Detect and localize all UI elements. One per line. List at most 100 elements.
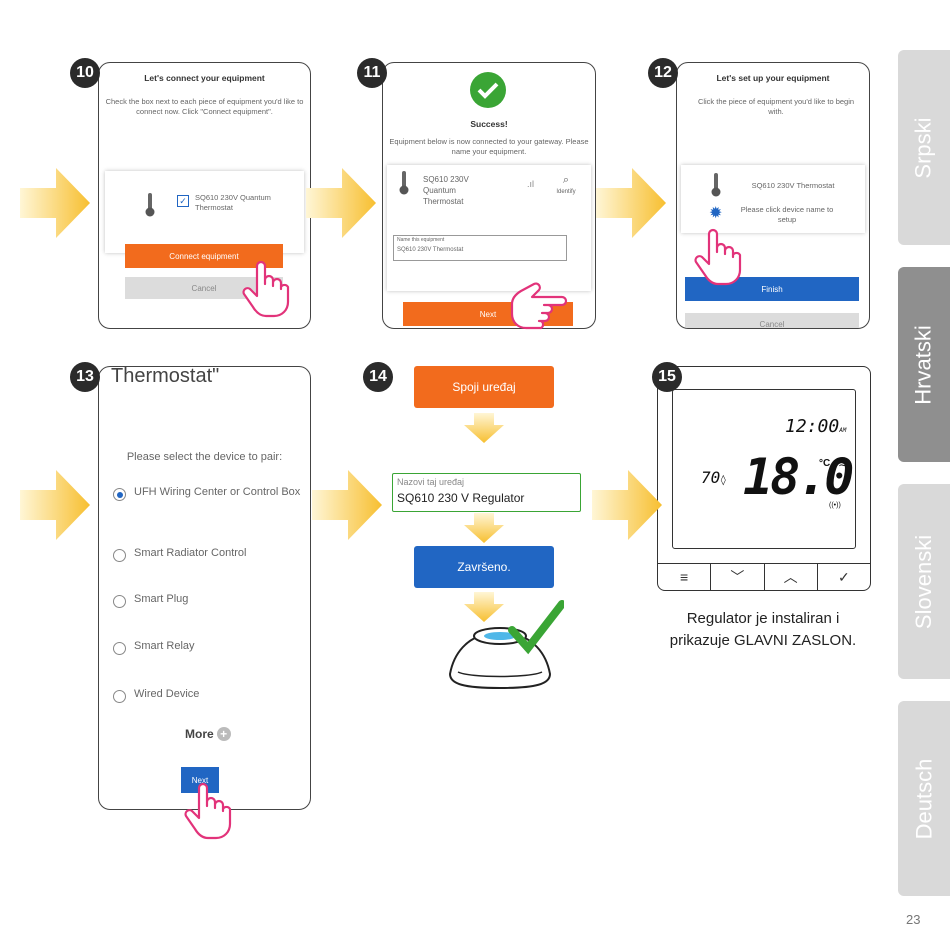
chevron-down-icon: ﹀ <box>730 569 745 585</box>
tab-srpski[interactable]: Srpski <box>898 50 950 245</box>
equipment-card[interactable]: SQ610 230V Thermostat ✹ Please click dev… <box>681 165 865 233</box>
thermostat-icon <box>399 171 409 195</box>
thermostat-device: 12:00AM 70◊ 18.0 °C ≋ ((•)) ≡ ﹀ ︿ ✓ <box>657 366 871 591</box>
heating-icon: ≋ <box>838 456 849 470</box>
equipment-name: SQ610 230V Quantum Thermostat <box>195 193 271 213</box>
equipment-name[interactable]: SQ610 230V Thermostat <box>751 181 835 190</box>
option-label: Wired Device <box>134 688 200 700</box>
confirm-button[interactable]: ✓ <box>818 564 870 590</box>
more-label: More <box>185 727 214 741</box>
menu-button[interactable]: ≡ <box>658 564 712 590</box>
clock-readout: 12:00AM <box>785 416 846 437</box>
success-check-icon <box>470 72 506 108</box>
equipment-card: SQ610 230V Quantum Thermostat .ıl ⌕Ident… <box>387 165 591 291</box>
input-label: Name this equipment <box>397 237 445 243</box>
tab-slovenski[interactable]: Slovenski <box>898 484 950 679</box>
tap-hand-icon <box>510 280 570 330</box>
equipment-name-input[interactable]: Name this equipment SQ610 230V Thermosta… <box>393 235 567 261</box>
thermostat-icon <box>711 173 721 197</box>
page-number: 23 <box>906 912 921 927</box>
signal-icon: .ıl <box>527 179 535 189</box>
tap-hand-icon <box>240 258 290 318</box>
step-badge-15: 15 <box>652 362 682 392</box>
setup-hint: Please click device name to setup <box>740 205 834 225</box>
tap-hand-icon <box>182 780 232 840</box>
flow-arrow-icon <box>20 168 90 238</box>
device-option-wired[interactable]: Wired Device <box>113 688 199 703</box>
step-12-screen: Let's set up your equipment Click the pi… <box>676 62 870 329</box>
thermostat-icon <box>145 193 155 217</box>
connect-device-box: Spoji uređaj <box>414 366 554 408</box>
wireless-icon: ((•)) <box>829 502 841 509</box>
option-label: Smart Relay <box>134 640 195 652</box>
chevron-up-icon: ︿ <box>783 569 798 585</box>
screen-description: Equipment below is now connected to your… <box>389 137 589 157</box>
tab-hrvatski[interactable]: Hrvatski <box>898 267 950 462</box>
cancel-button[interactable]: Cancel <box>685 313 859 328</box>
radio-icon <box>113 690 126 703</box>
flow-arrow-icon <box>312 470 382 540</box>
tab-label: Hrvatski <box>911 324 937 405</box>
option-label: Smart Radiator Control <box>134 547 247 559</box>
equipment-checkbox[interactable]: ✓ <box>177 195 189 207</box>
name-device-field[interactable]: Nazovi taj uređaj SQ610 230 V Regulator <box>392 473 581 512</box>
plus-icon: + <box>216 727 231 741</box>
caption-line-2: prikazuje GLAVNI ZASLON. <box>669 631 857 649</box>
device-option-plug[interactable]: Smart Plug <box>113 593 188 608</box>
device-option-ufh[interactable]: UFH Wiring Center or Control Box <box>113 486 303 501</box>
unit-label: °C <box>819 458 831 469</box>
device-option-relay[interactable]: Smart Relay <box>113 640 195 655</box>
flow-arrow-icon <box>596 168 666 238</box>
name-field-label: Nazovi taj uređaj <box>397 477 465 487</box>
radio-icon <box>113 595 126 608</box>
up-button[interactable]: ︿ <box>765 564 818 590</box>
step-badge-12: 12 <box>648 58 678 88</box>
down-button[interactable]: ﹀ <box>711 564 765 590</box>
radio-selected-icon <box>113 488 126 501</box>
screen-title: Let's connect your equipment <box>144 73 265 83</box>
menu-icon: ≡ <box>680 569 689 585</box>
more-button[interactable]: More+ <box>185 727 231 741</box>
button-bar: ≡ ﹀ ︿ ✓ <box>658 563 870 590</box>
flow-arrow-icon <box>592 470 662 540</box>
clock-suffix: AM <box>839 427 847 434</box>
humidity-value: 70 <box>701 468 721 487</box>
input-value: SQ610 230V Thermostat <box>397 247 464 253</box>
step-badge-13: 13 <box>70 362 100 392</box>
tab-label: Deutsch <box>911 758 936 839</box>
screen-description: Click the piece of equipment you'd like … <box>697 97 855 117</box>
step-badge-10: 10 <box>70 58 100 88</box>
tab-label: Srpski <box>911 116 936 179</box>
option-label: Smart Plug <box>134 593 189 605</box>
humidity-icon: ◊ <box>720 475 727 486</box>
step-13-screen: Thermostat" Please select the device to … <box>98 366 311 810</box>
flow-down-arrow-icon <box>464 513 504 543</box>
pair-prompt: Please select the device to pair: <box>126 451 283 463</box>
tab-label: Slovenski <box>911 534 936 629</box>
radio-icon <box>113 549 126 562</box>
done-box: Završeno. <box>414 546 554 588</box>
screen-description: Check the box next to each piece of equi… <box>105 97 304 117</box>
step-15-caption: Regulator je instaliran i prikazuje GLAV… <box>652 608 874 652</box>
check-icon: ✓ <box>838 568 850 585</box>
option-label: UFH Wiring Center or Control Box <box>134 486 301 498</box>
step-badge-14: 14 <box>363 362 393 392</box>
device-option-radiator[interactable]: Smart Radiator Control <box>113 547 247 562</box>
step-badge-11: 11 <box>357 58 387 88</box>
screen-title: Success! <box>470 119 508 129</box>
gear-icon[interactable]: ✹ <box>709 205 723 222</box>
temperature-readout: 18.0 <box>743 448 854 506</box>
identify-link[interactable]: ⌕Identify <box>556 174 576 195</box>
flow-arrow-icon <box>20 470 90 540</box>
equipment-card[interactable]: ✓ SQ610 230V Quantum Thermostat <box>105 171 304 253</box>
identify-icon: ⌕ <box>562 174 570 186</box>
tab-deutsch[interactable]: Deutsch <box>898 701 950 896</box>
tap-hand-icon <box>692 226 742 286</box>
screen-header: Thermostat" <box>111 366 220 387</box>
name-field-value: SQ610 230 V Regulator <box>397 491 525 505</box>
flow-arrow-icon <box>306 168 376 238</box>
equipment-name: SQ610 230V Quantum Thermostat <box>423 175 469 206</box>
radio-icon <box>113 642 126 655</box>
humidity-readout: 70◊ <box>701 468 726 487</box>
thermostat-lcd: 12:00AM 70◊ 18.0 °C ≋ ((•)) <box>672 389 856 549</box>
